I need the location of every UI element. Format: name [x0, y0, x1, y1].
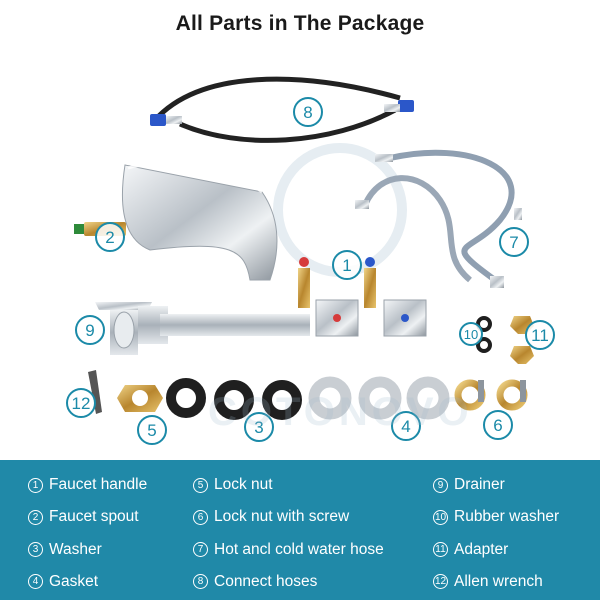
- legend-number: 12: [433, 574, 448, 590]
- legend-item: 11 Adapter: [433, 540, 600, 560]
- legend-number: 2: [28, 509, 43, 525]
- callout-2: 2: [95, 222, 125, 252]
- legend-number: 6: [193, 509, 208, 525]
- legend-label: Faucet handle: [49, 476, 148, 493]
- faucet-handles: [298, 257, 427, 337]
- legend-item: 12 Allen wrench: [433, 572, 600, 592]
- legend-label: Allen wrench: [454, 572, 543, 590]
- legend-item: 1 Faucet handle: [28, 475, 193, 495]
- callout-11: 11: [525, 320, 555, 350]
- legend-label: Lock nut: [214, 476, 273, 493]
- legend-item: 4 Gasket: [28, 572, 193, 592]
- legend-number: 11: [433, 542, 448, 557]
- legend-item: 6 Lock nut with screw: [193, 507, 433, 527]
- callout-5: 5: [137, 415, 167, 445]
- legend-number: 9: [433, 477, 448, 493]
- legend-item: 10 Rubber washer: [433, 507, 600, 527]
- braided-hoses: [355, 149, 522, 288]
- parts-legend: 1 Faucet handle 5 Lock nut 9 Drainer 2 Fauce…: [0, 460, 600, 600]
- callout-6: 6: [483, 410, 513, 440]
- callout-3: 3: [244, 412, 274, 442]
- parts-drawing: [74, 76, 534, 420]
- legend-label: Connect hoses: [214, 572, 318, 590]
- rubber-washers: [166, 378, 302, 420]
- callout-9: 9: [75, 315, 105, 345]
- legend-number: 7: [193, 542, 208, 557]
- legend-number: 5: [193, 477, 208, 493]
- legend-label: Drainer: [454, 476, 505, 493]
- watermark: COTONOVO: [208, 390, 473, 434]
- callout-12: 12: [66, 388, 96, 418]
- legend-item: 8 Connect hoses: [193, 572, 433, 592]
- legend-item: 2 Faucet spout: [28, 507, 193, 527]
- lock-nut: [117, 385, 163, 412]
- allen-wrench: [88, 370, 102, 414]
- legend-item: 3 Washer: [28, 540, 193, 560]
- legend-label: Adapter: [454, 540, 509, 558]
- legend-label: Rubber washer: [454, 508, 560, 526]
- connect-hose: [150, 76, 414, 143]
- legend-label: Lock nut with screw: [214, 508, 350, 526]
- callout-4: 4: [391, 411, 421, 441]
- legend-item: 7 Hot ancl cold water hose: [193, 540, 433, 560]
- legend-item: 9 Drainer: [433, 475, 600, 495]
- page-title: All Parts in The Package: [175, 12, 425, 35]
- callout-7: 7: [499, 227, 529, 257]
- legend-number: 3: [28, 542, 43, 557]
- legend-number: 1: [28, 477, 43, 493]
- callout-10: 10: [459, 322, 483, 346]
- legend-number: 4: [28, 574, 43, 590]
- legend-item: 5 Lock nut: [193, 475, 433, 495]
- lock-nuts-with-screw: [454, 379, 528, 411]
- legend-number: 8: [193, 574, 208, 590]
- parts-illustration: 8 2 7 1 9 10 11 12 5 3 4 6 COTONOVO: [0, 40, 600, 460]
- legend-label: Gasket: [49, 572, 99, 590]
- legend-label: Faucet spout: [49, 508, 139, 526]
- legend-label: Hot ancl cold water hose: [214, 540, 384, 558]
- callout-1: 1: [332, 250, 362, 280]
- legend-label: Washer: [49, 540, 102, 558]
- drainer: [95, 302, 310, 355]
- legend-number: 10: [433, 509, 448, 525]
- gaskets: [308, 376, 450, 420]
- callout-8: 8: [293, 97, 323, 127]
